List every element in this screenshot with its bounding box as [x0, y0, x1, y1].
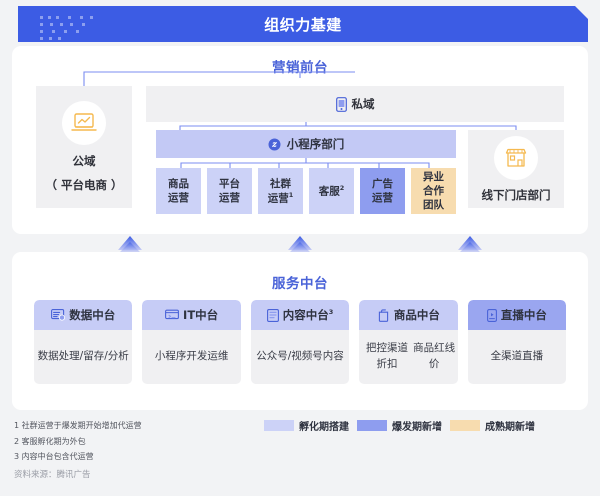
- data-card-icon: [51, 309, 66, 321]
- public-domain-name: 公域: [72, 153, 96, 168]
- service-card-body: 公众号/视频号内容: [250, 330, 350, 384]
- service-card-title: 内容中台3: [283, 307, 334, 323]
- legend-label: 孵化期搭建: [299, 422, 349, 433]
- dept-box-community-ops: 社群 运营1: [258, 168, 303, 214]
- offline-store-box: 线下门店部门: [468, 130, 564, 208]
- dept-line: 运营: [219, 192, 240, 204]
- service-card-header: 直播中台: [467, 300, 567, 330]
- livestream-phone-icon: [486, 308, 497, 322]
- service-card-title: 数据中台: [69, 308, 116, 322]
- dept-line: 团队: [423, 199, 444, 212]
- laptop-chart-icon-wrap: [62, 100, 106, 145]
- legend-item-mature: 成熟期新增: [450, 418, 535, 433]
- dept-line: 商品: [168, 177, 189, 190]
- dept-line: 运营1: [268, 191, 294, 206]
- service-card-it: IT中台 小程序开发运维: [142, 300, 241, 384]
- service-card-body: 把控渠道折扣商品红线价: [359, 330, 458, 384]
- footnote-item: 3 内容中台包含代运营: [14, 452, 94, 462]
- source-attribution: 资料来源：腾讯广告: [14, 470, 91, 480]
- service-card-header: 商品中台: [359, 300, 458, 330]
- storefront-icon-wrap: [494, 135, 538, 180]
- service-card-title: IT中台: [183, 308, 219, 322]
- private-domain-label: 私域: [351, 97, 375, 111]
- dept-line: 合作: [423, 184, 444, 197]
- dot-pattern-decoration: [40, 16, 104, 44]
- legend-item-growth: 爆发期新增: [357, 418, 442, 433]
- dept-footnote-marker: 2: [339, 183, 345, 192]
- link-badge-icon: [268, 138, 281, 150]
- service-card-header: 数据中台: [34, 300, 133, 330]
- legend-label: 成熟期新增: [485, 422, 535, 433]
- product-box-icon: [378, 308, 389, 322]
- dept-line: 运营: [372, 192, 393, 204]
- dept-footnote-marker: 1: [288, 190, 294, 199]
- marketing-section-title: 营销前台: [272, 60, 328, 76]
- public-domain-box: 公域 （ 平台电商 ）: [36, 86, 132, 208]
- service-card-content: 内容中台3 公众号/视频号内容: [250, 300, 350, 384]
- dept-line-text: 运营: [267, 192, 289, 205]
- service-card-product: 商品中台 把控渠道折扣商品红线价: [359, 300, 458, 384]
- it-monitor-icon: [165, 309, 179, 320]
- service-card-body: 全渠道直播: [467, 330, 567, 384]
- service-card-body: 小程序开发运维: [142, 330, 241, 384]
- marketing-frontstage-panel: 营销前台 公域 （ 平台电商 ）: [12, 46, 588, 234]
- footnote-list: 1 社群运营于爆发期开始增加代运营 2 客服孵化期为外包 3 内容中台包含代运营: [14, 418, 142, 465]
- service-card-header: 内容中台3: [250, 300, 350, 330]
- private-domain-box: 私域: [146, 86, 564, 122]
- service-card-body: 数据处理/留存/分析: [34, 330, 133, 384]
- service-card-row: 数据中台 数据处理/留存/分析 IT中台 小程序开发运维 内容中台3 公众号/视…: [34, 300, 567, 384]
- department-row: 商品 运营 平台 运营 社群 运营1 客服2 广告 运营 异业 合作 团队: [156, 168, 456, 214]
- dept-line: 平台: [219, 177, 240, 190]
- service-card-data: 数据中台 数据处理/留存/分析: [34, 300, 133, 384]
- public-domain-subtitle: （ 平台电商 ）: [45, 178, 123, 193]
- laptop-chart-icon: [71, 112, 97, 131]
- dept-line: 客服2: [319, 184, 345, 199]
- legend-swatch: [264, 420, 294, 431]
- miniprogram-department-label: 小程序部门: [286, 137, 345, 151]
- service-card-title-text: 内容中台: [282, 308, 329, 322]
- dept-box-commodity-ops: 商品 运营: [156, 168, 201, 214]
- upward-arrow-band: [0, 234, 600, 252]
- service-card-footnote-marker: 3: [328, 308, 334, 317]
- dept-line: 异业: [423, 170, 444, 183]
- dept-box-ad-ops: 广告 运营: [360, 168, 405, 214]
- dept-line: 运营: [168, 192, 189, 204]
- offline-store-label: 线下门店部门: [481, 187, 551, 202]
- footnote-item: 1 社群运营于爆发期开始增加代运营: [14, 421, 142, 430]
- legend-swatch: [357, 420, 387, 431]
- mobile-phone-icon: [335, 96, 347, 112]
- arrow-up-icon-2: [288, 236, 312, 252]
- arrow-up-icon-3: [458, 236, 482, 252]
- footnote-item: 2 客服孵化期为外包: [14, 436, 86, 446]
- dept-box-cross-industry-team: 异业 合作 团队: [411, 168, 456, 214]
- dept-box-platform-ops: 平台 运营: [207, 168, 252, 214]
- service-card-title: 商品中台: [393, 308, 440, 322]
- dept-line: 社群: [270, 177, 291, 190]
- miniprogram-department-bar: 小程序部门: [156, 130, 456, 158]
- dept-line-text: 客服: [318, 185, 340, 198]
- legend-swatch: [450, 420, 480, 431]
- legend-item-incubation: 孵化期搭建: [264, 418, 349, 433]
- arrow-up-icon-1: [118, 236, 142, 252]
- legend: 孵化期搭建 爆发期新增 成熟期新增: [264, 418, 535, 433]
- dept-line: 广告: [372, 177, 393, 190]
- service-section-title: 服务中台: [272, 276, 328, 292]
- service-card-livestream: 直播中台 全渠道直播: [467, 300, 567, 384]
- storefront-icon: [505, 148, 527, 167]
- page-title: 组织力基建: [264, 15, 342, 34]
- header-bar: 组织力基建: [18, 6, 588, 42]
- legend-label: 爆发期新增: [392, 422, 442, 433]
- service-card-title: 直播中台: [500, 308, 547, 322]
- content-list-icon: [266, 308, 279, 322]
- service-card-header: IT中台: [142, 300, 241, 330]
- dept-box-customer-service: 客服2: [309, 168, 354, 214]
